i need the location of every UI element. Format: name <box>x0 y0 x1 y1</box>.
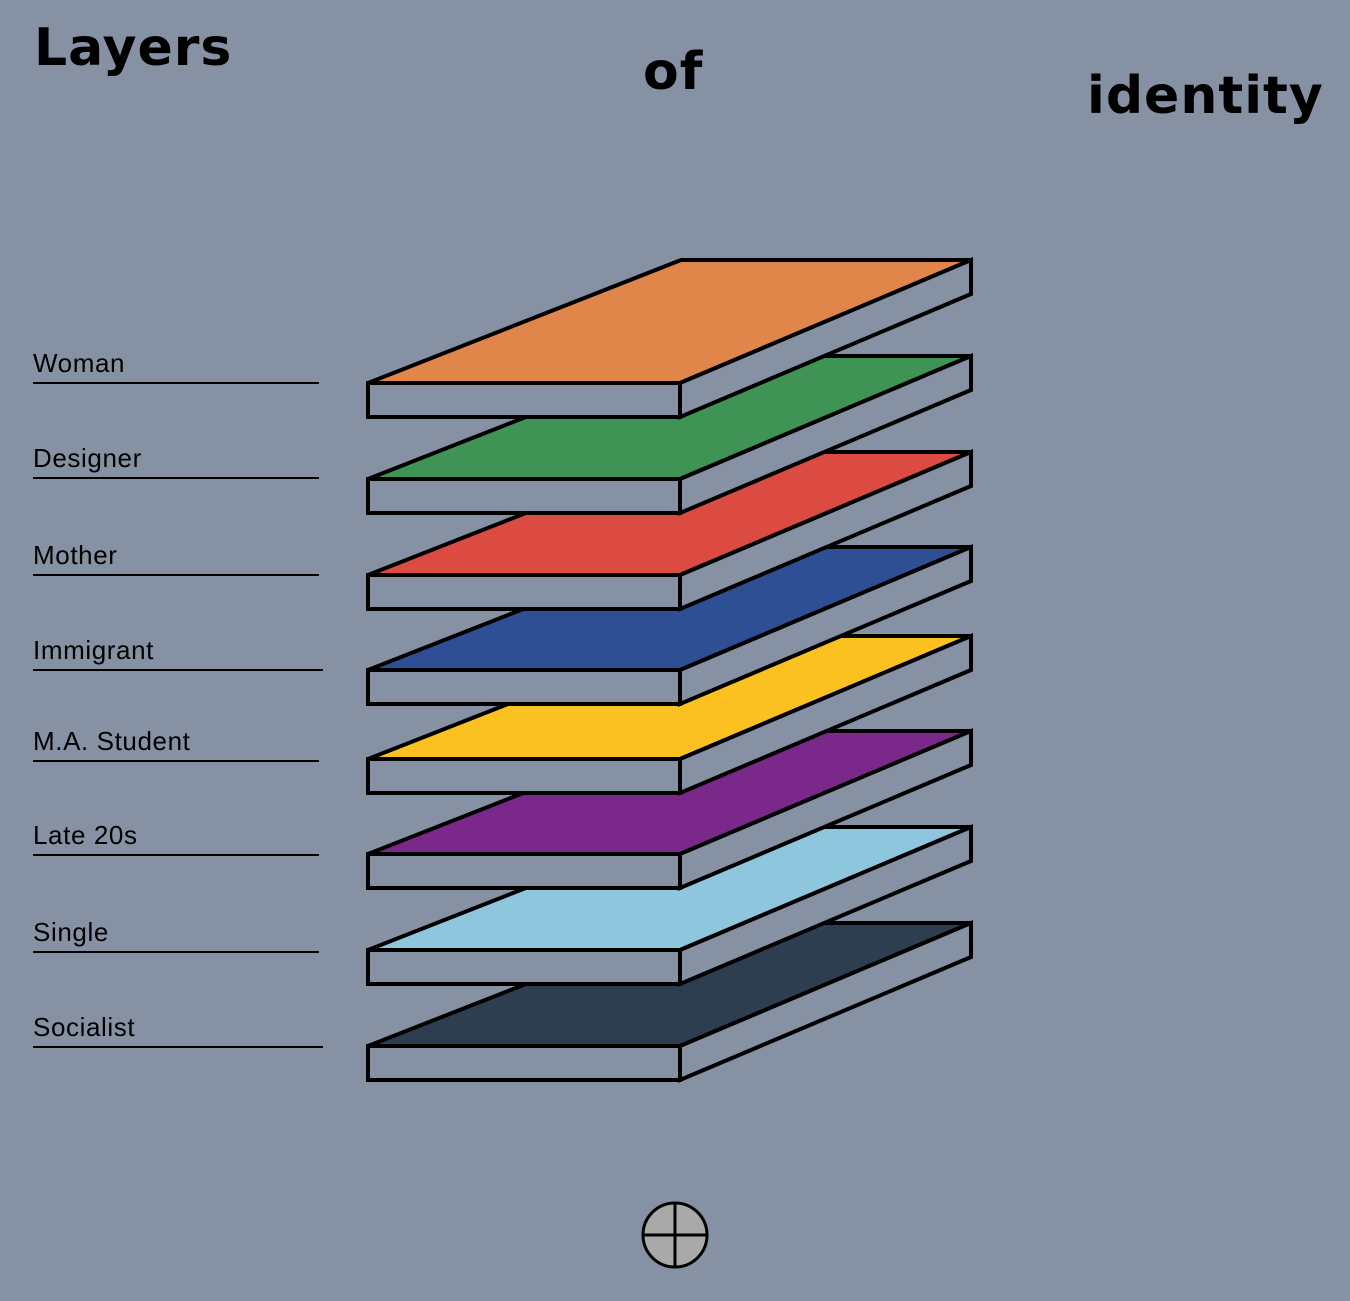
layer-front-face <box>366 757 682 795</box>
circle-crosshair-icon <box>641 1201 709 1269</box>
title-word-identity: identity <box>1087 66 1324 126</box>
layer-label-immigrant: Immigrant <box>33 637 323 671</box>
layer-front-face <box>366 477 682 515</box>
layer-side-face <box>678 256 973 421</box>
title-word-layers: Layers <box>34 18 233 78</box>
layer-label-socialist: Socialist <box>33 1014 323 1048</box>
layer-front-face <box>366 573 682 611</box>
layer-front-face <box>366 948 682 986</box>
layer-front-face <box>366 1044 682 1082</box>
layer-slab-woman <box>366 256 973 421</box>
layer-label-ma-student: M.A. Student <box>33 728 319 762</box>
layer-front-face <box>366 381 682 419</box>
layer-side-face <box>678 543 973 708</box>
layer-label-mother: Mother <box>33 542 319 576</box>
layer-side-face <box>678 632 973 797</box>
layer-label-woman: Woman <box>33 350 319 384</box>
title-word-of: of <box>643 42 704 102</box>
layer-front-face <box>366 852 682 890</box>
layer-side-face <box>678 919 973 1084</box>
layer-slab-single <box>366 823 973 988</box>
layer-label-single: Single <box>33 919 319 953</box>
layer-front-face <box>366 668 682 706</box>
layer-label-late-20s: Late 20s <box>33 822 319 856</box>
layer-side-face <box>678 823 973 988</box>
layer-side-face <box>678 727 973 892</box>
layer-side-face <box>678 352 973 517</box>
layer-label-designer: Designer <box>33 445 319 479</box>
layer-side-face <box>678 448 973 613</box>
